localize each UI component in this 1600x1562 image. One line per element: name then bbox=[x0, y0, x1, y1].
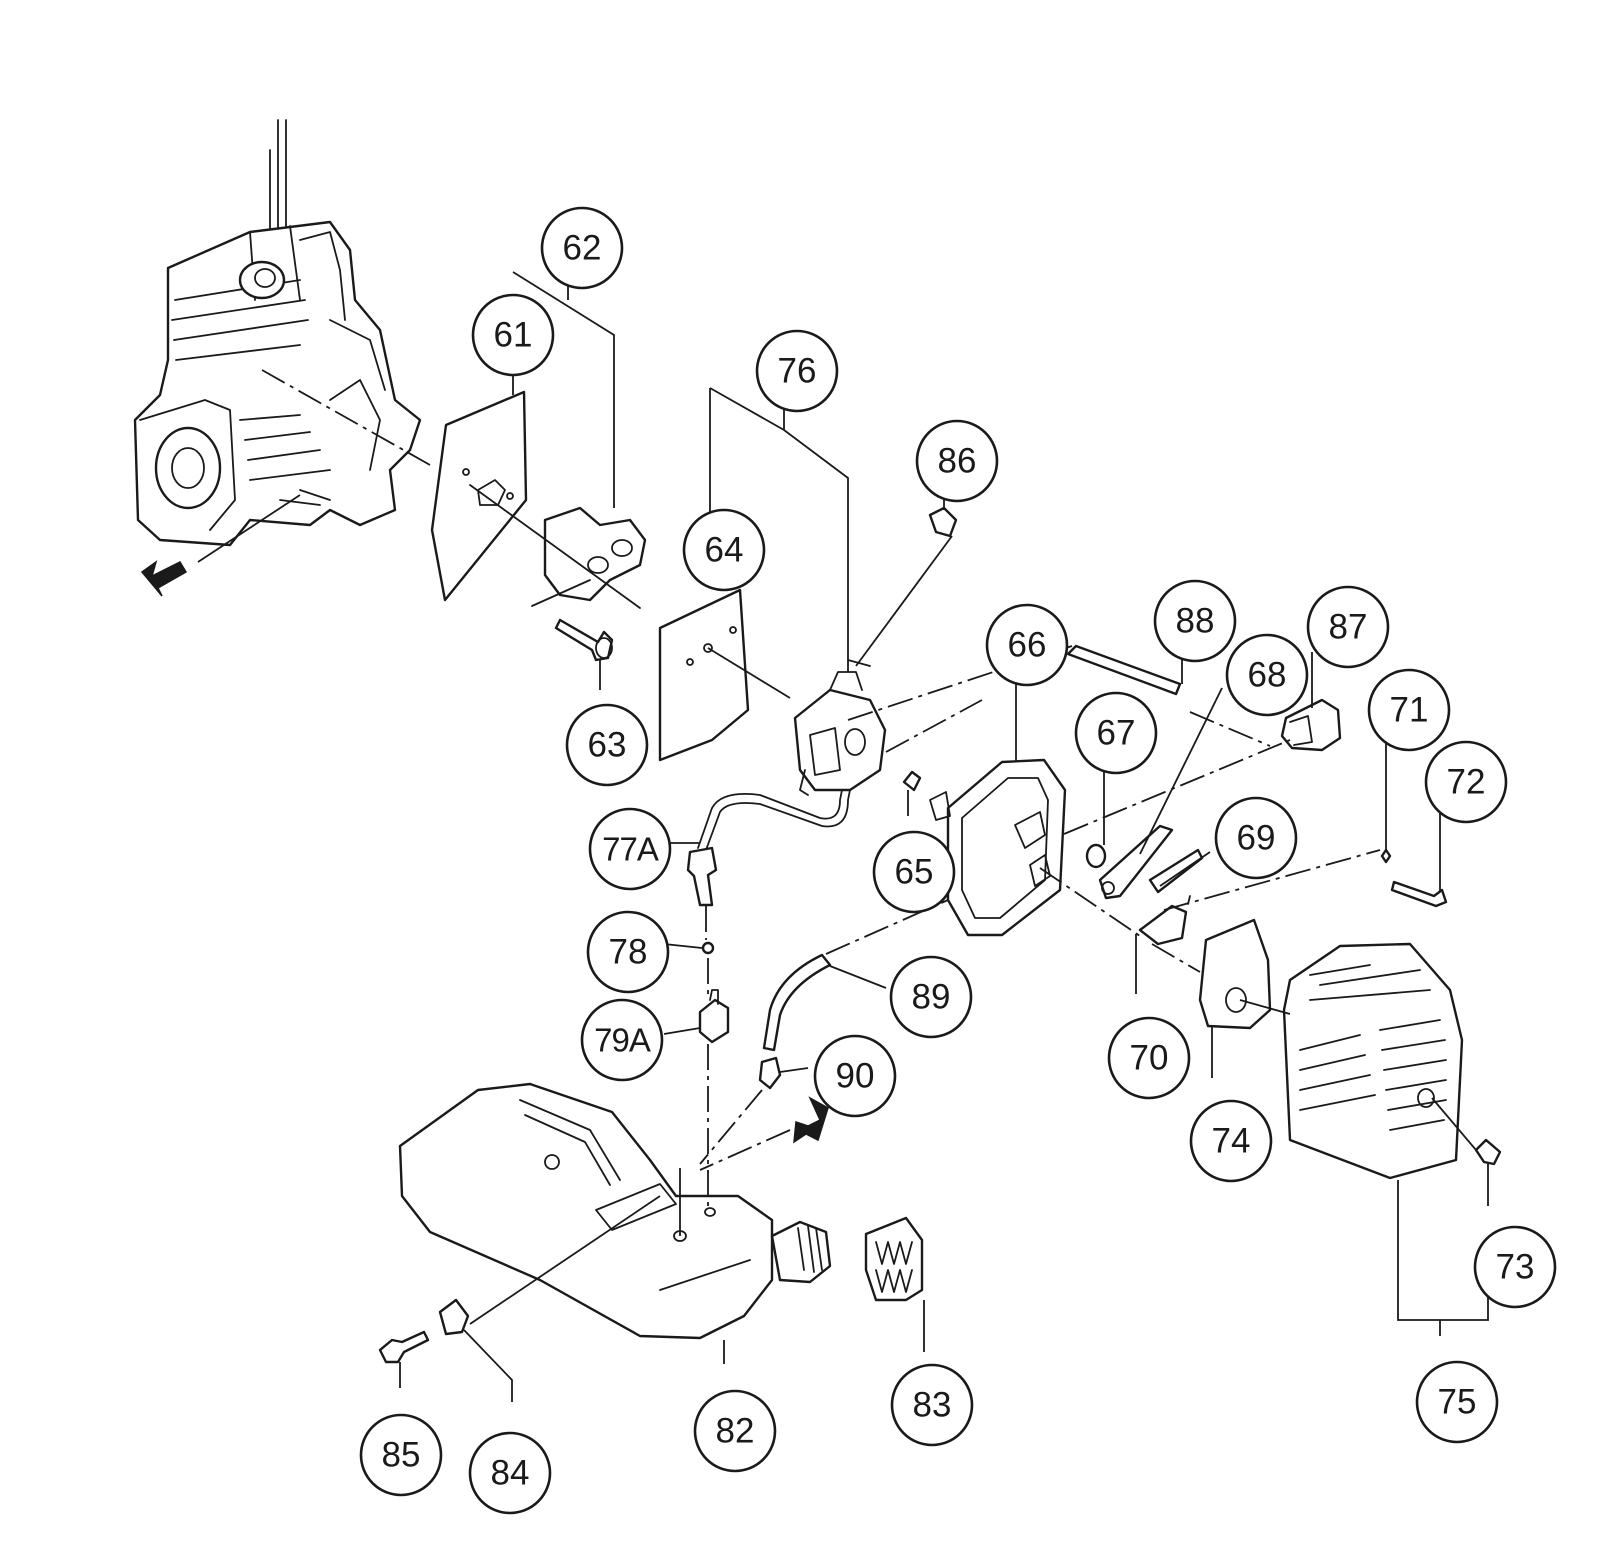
svg-text:89: 89 bbox=[912, 978, 951, 1017]
air-filter-74 bbox=[1198, 918, 1272, 1030]
svg-text:85: 85 bbox=[382, 1436, 421, 1475]
svg-text:76: 76 bbox=[778, 352, 817, 391]
screw-73 bbox=[1474, 1138, 1502, 1166]
callout-65: 65 bbox=[872, 830, 956, 914]
svg-text:64: 64 bbox=[705, 531, 744, 570]
carburetor-gasket-64 bbox=[658, 588, 750, 762]
svg-text:72: 72 bbox=[1447, 763, 1486, 802]
callout-77a: 77A bbox=[588, 807, 672, 891]
callout-68: 68 bbox=[1225, 633, 1309, 717]
callout-70: 70 bbox=[1107, 1016, 1191, 1100]
clip-71 bbox=[1380, 848, 1392, 864]
hose-89 bbox=[762, 953, 832, 1052]
svg-text:69: 69 bbox=[1237, 819, 1276, 858]
callout-67: 67 bbox=[1074, 691, 1158, 775]
gasket-65 bbox=[902, 770, 922, 792]
clip-86 bbox=[928, 506, 958, 538]
arrow-icon bbox=[140, 560, 188, 597]
svg-text:75: 75 bbox=[1438, 1383, 1477, 1422]
svg-text:77A: 77A bbox=[602, 831, 659, 868]
callout-73: 73 bbox=[1473, 1225, 1557, 1309]
svg-text:86: 86 bbox=[938, 442, 977, 481]
callout-75: 75 bbox=[1415, 1360, 1499, 1444]
ring-78 bbox=[701, 941, 715, 955]
callout-64: 64 bbox=[682, 508, 766, 592]
svg-text:62: 62 bbox=[563, 229, 602, 268]
callout-71: 71 bbox=[1367, 668, 1451, 752]
callout-76: 76 bbox=[755, 329, 839, 413]
callout-86: 86 bbox=[915, 419, 999, 503]
air-cleaner-cover-75 bbox=[1282, 942, 1464, 1180]
svg-text:88: 88 bbox=[1176, 602, 1215, 641]
carburetor-76 bbox=[793, 659, 887, 796]
svg-text:66: 66 bbox=[1008, 626, 1047, 665]
arrow-icon bbox=[793, 1096, 829, 1144]
callout-82: 82 bbox=[693, 1389, 777, 1473]
bolt-85 bbox=[378, 1330, 430, 1364]
intake-gasket-61 bbox=[430, 390, 528, 602]
fuel-tank-82 bbox=[398, 1082, 832, 1340]
svg-text:71: 71 bbox=[1390, 691, 1429, 730]
callout-89: 89 bbox=[889, 955, 973, 1039]
bolt-63 bbox=[554, 618, 614, 662]
callout-87: 87 bbox=[1306, 585, 1390, 669]
bracket-70 bbox=[1138, 895, 1191, 946]
insulator-62 bbox=[469, 484, 647, 609]
callout-84: 84 bbox=[468, 1431, 552, 1515]
svg-text:63: 63 bbox=[588, 726, 627, 765]
svg-text:74: 74 bbox=[1212, 1122, 1251, 1161]
callout-88: 88 bbox=[1153, 579, 1237, 663]
svg-text:68: 68 bbox=[1248, 656, 1287, 695]
svg-text:84: 84 bbox=[491, 1454, 530, 1493]
svg-text:67: 67 bbox=[1097, 714, 1136, 753]
air-cleaner-case-66 bbox=[929, 758, 1067, 937]
svg-text:61: 61 bbox=[494, 316, 533, 355]
svg-text:83: 83 bbox=[913, 1386, 952, 1425]
fuel-cap-83 bbox=[864, 1216, 924, 1302]
callout-90: 90 bbox=[813, 1034, 897, 1118]
callout-69: 69 bbox=[1214, 796, 1298, 880]
callout-74: 74 bbox=[1189, 1099, 1273, 1183]
callout-61: 61 bbox=[471, 293, 555, 377]
hose-88 bbox=[1066, 644, 1182, 696]
svg-text:90: 90 bbox=[836, 1057, 875, 1096]
callout-83: 83 bbox=[890, 1363, 974, 1447]
callout-78: 78 bbox=[586, 910, 670, 994]
callout-79a: 79A bbox=[580, 998, 664, 1082]
svg-text:87: 87 bbox=[1329, 608, 1368, 647]
callout-63: 63 bbox=[565, 703, 649, 787]
collar-84 bbox=[438, 1298, 470, 1336]
svg-text:70: 70 bbox=[1130, 1039, 1169, 1078]
fuel-line-77a bbox=[686, 789, 851, 907]
svg-text:73: 73 bbox=[1496, 1248, 1535, 1287]
fuel-filter-79a bbox=[698, 989, 730, 1044]
screw-72 bbox=[1390, 880, 1448, 908]
primer-bulb-87 bbox=[1280, 698, 1342, 752]
svg-text:65: 65 bbox=[895, 853, 934, 892]
lever-69 bbox=[1148, 848, 1204, 894]
svg-text:82: 82 bbox=[716, 1412, 755, 1451]
callout-62: 62 bbox=[540, 206, 624, 290]
callout-72: 72 bbox=[1424, 740, 1508, 824]
engine-block bbox=[133, 119, 422, 547]
svg-text:78: 78 bbox=[609, 933, 648, 972]
grommet-90 bbox=[758, 1056, 782, 1090]
svg-text:79A: 79A bbox=[594, 1022, 651, 1059]
callout-66: 66 bbox=[985, 603, 1069, 687]
callout-85: 85 bbox=[359, 1413, 443, 1497]
spacer-67 bbox=[1085, 843, 1107, 869]
